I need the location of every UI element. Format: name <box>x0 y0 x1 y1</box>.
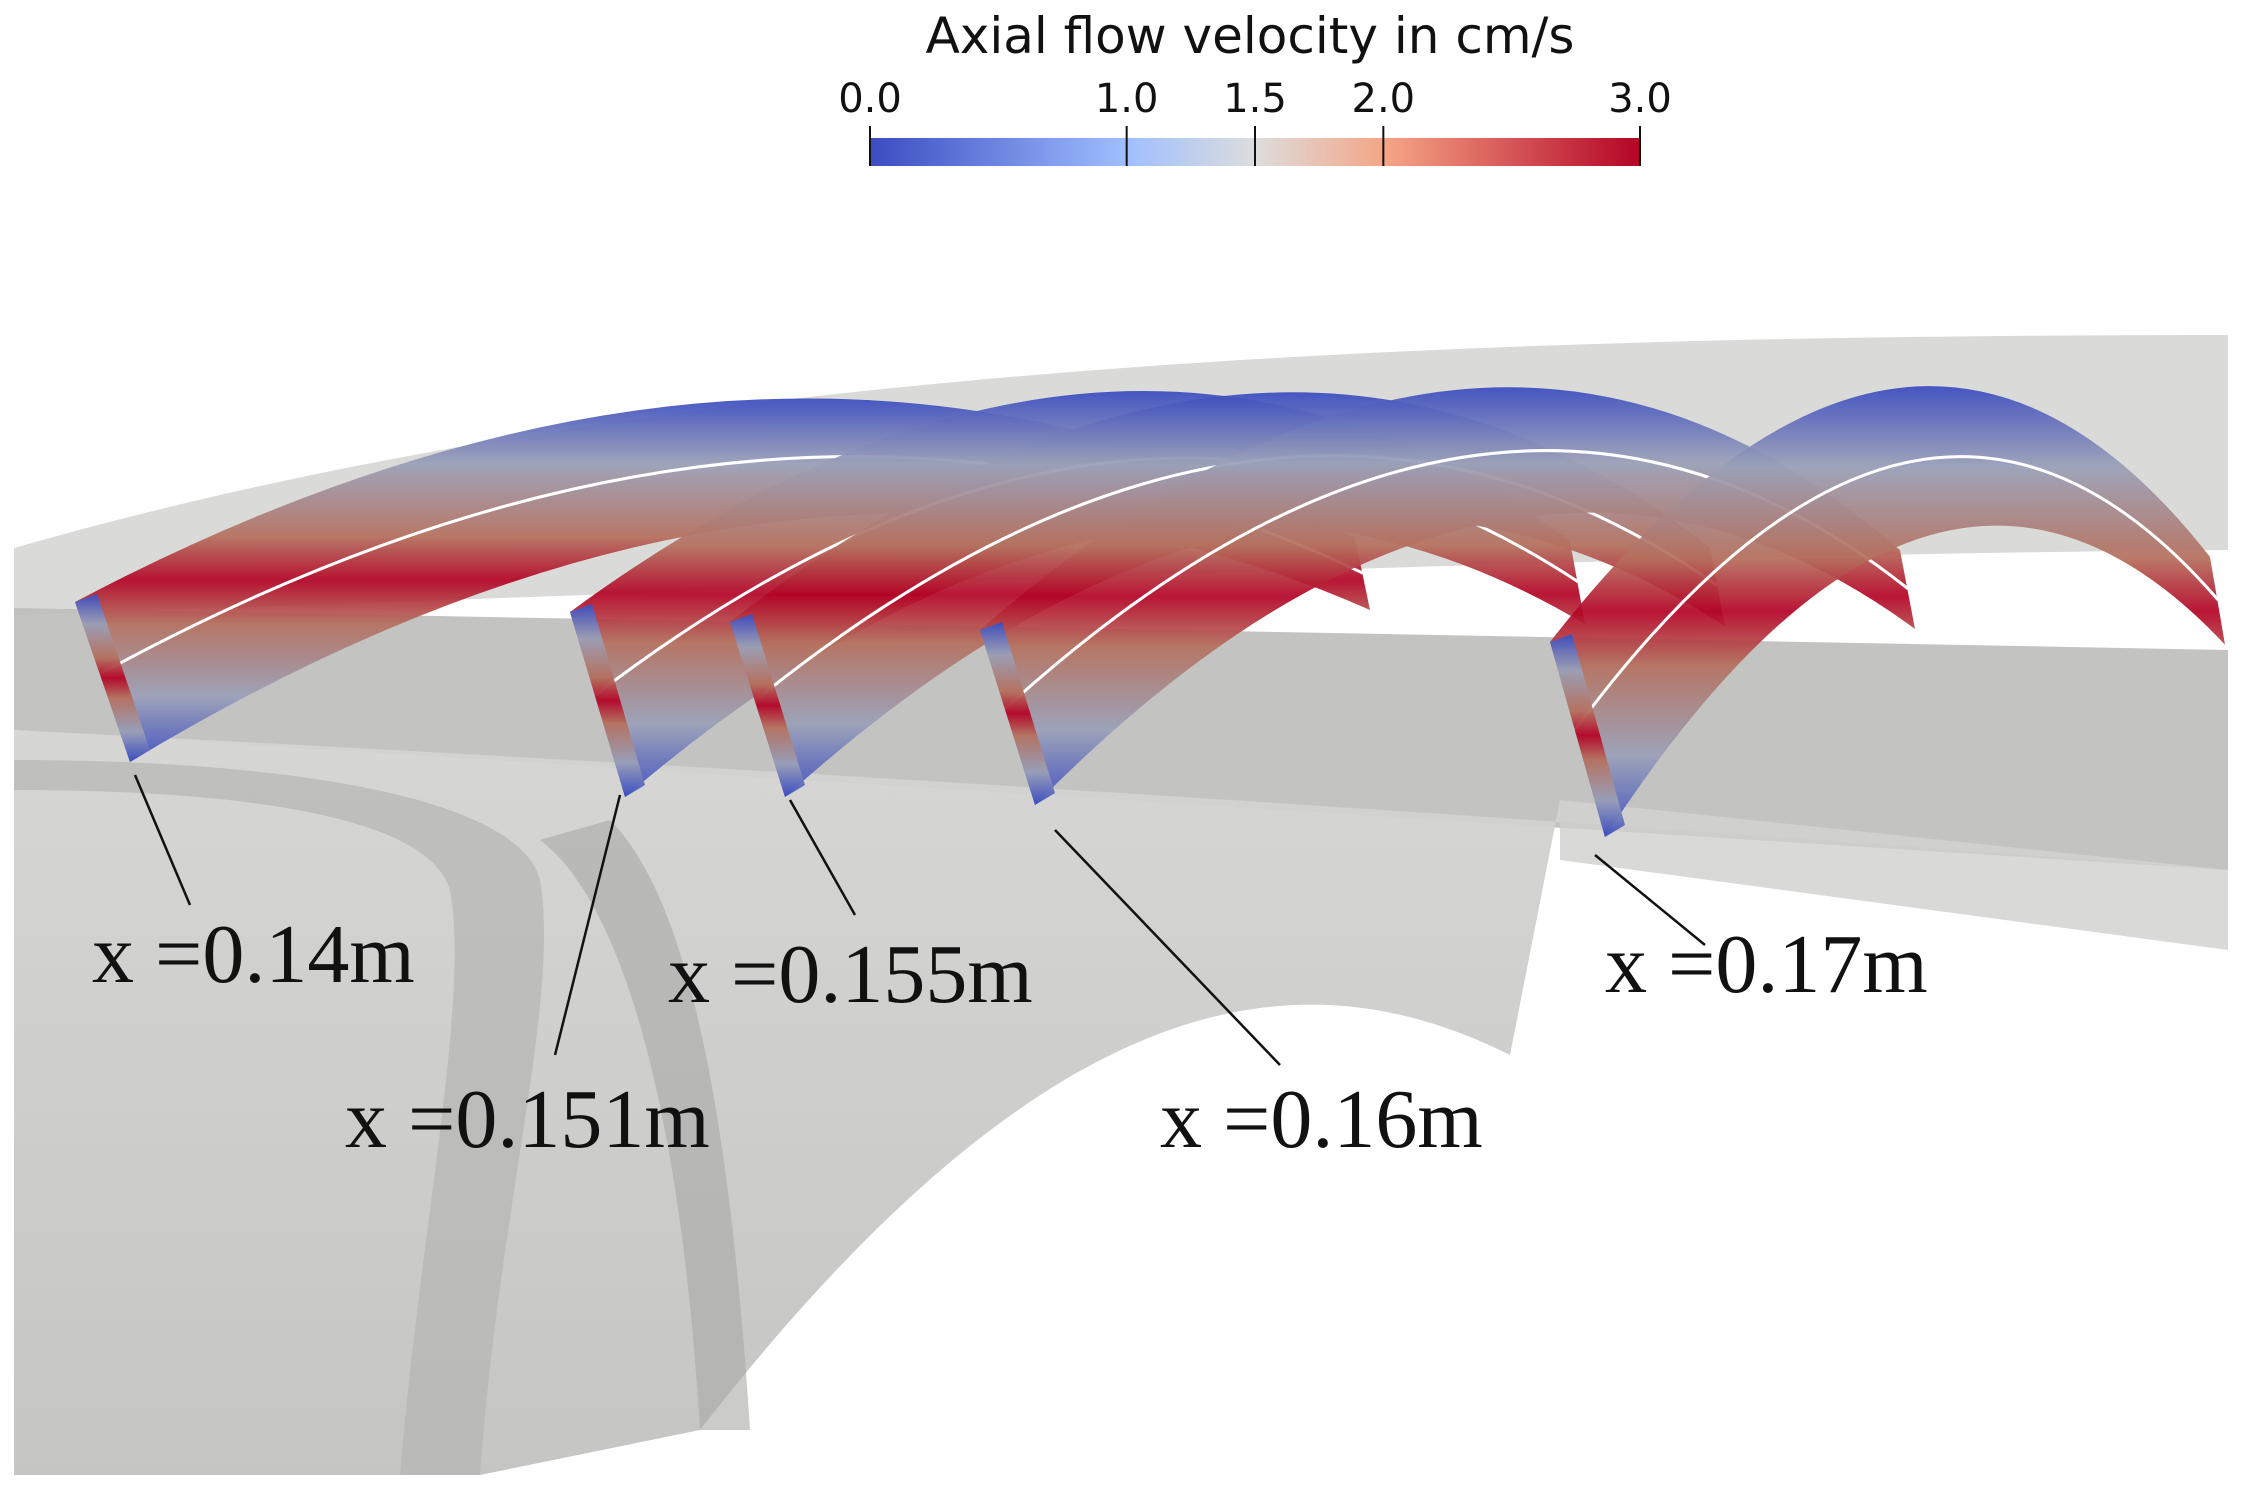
slice-face-5 <box>1550 634 1625 837</box>
channel-body <box>14 730 2228 1475</box>
leader-line-4 <box>1054 829 1281 1066</box>
leader-line-2 <box>553 794 622 1056</box>
leader-line-5 <box>1594 854 1706 946</box>
colorbar-tick-label-0: 0.0 <box>838 76 902 122</box>
slice-face-1 <box>75 594 150 762</box>
channel-inner-wall <box>540 820 750 1430</box>
velocity-slices <box>75 386 2225 837</box>
colorbar-title: Axial flow velocity in cm/s <box>925 7 1575 65</box>
colorbar-ticks <box>869 126 1641 166</box>
slice-face-3 <box>730 614 805 797</box>
colorbar <box>869 126 1641 166</box>
leader-lines <box>133 774 1706 1066</box>
leader-line-3 <box>788 799 857 916</box>
velocity-slice-5 <box>1550 386 2225 837</box>
colorbar-tick-label-1: 1.0 <box>1094 76 1159 122</box>
slice-face-4 <box>980 622 1055 805</box>
slice-centerline-5 <box>1573 455 2220 731</box>
slice-label-3: x =0.155m <box>668 928 1033 1021</box>
slice-label-5: x =0.17m <box>1605 918 1928 1011</box>
channel-floor-right <box>1560 800 2228 950</box>
slice-label-4: x =0.16m <box>1160 1073 1483 1166</box>
colorbar-tick-label-2: 1.5 <box>1223 76 1287 122</box>
velocity-slice-4 <box>980 387 1915 805</box>
slice-label-1: x =0.14m <box>92 908 415 1001</box>
colorbar-tick-label-3: 2.0 <box>1351 76 1416 122</box>
slice-face-2 <box>570 604 645 797</box>
slice-label-2: x =0.151m <box>345 1073 710 1166</box>
colorbar-tick-label-4: 3.0 <box>1608 76 1672 122</box>
leader-line-1 <box>133 774 192 906</box>
channel-arch <box>14 760 545 1475</box>
